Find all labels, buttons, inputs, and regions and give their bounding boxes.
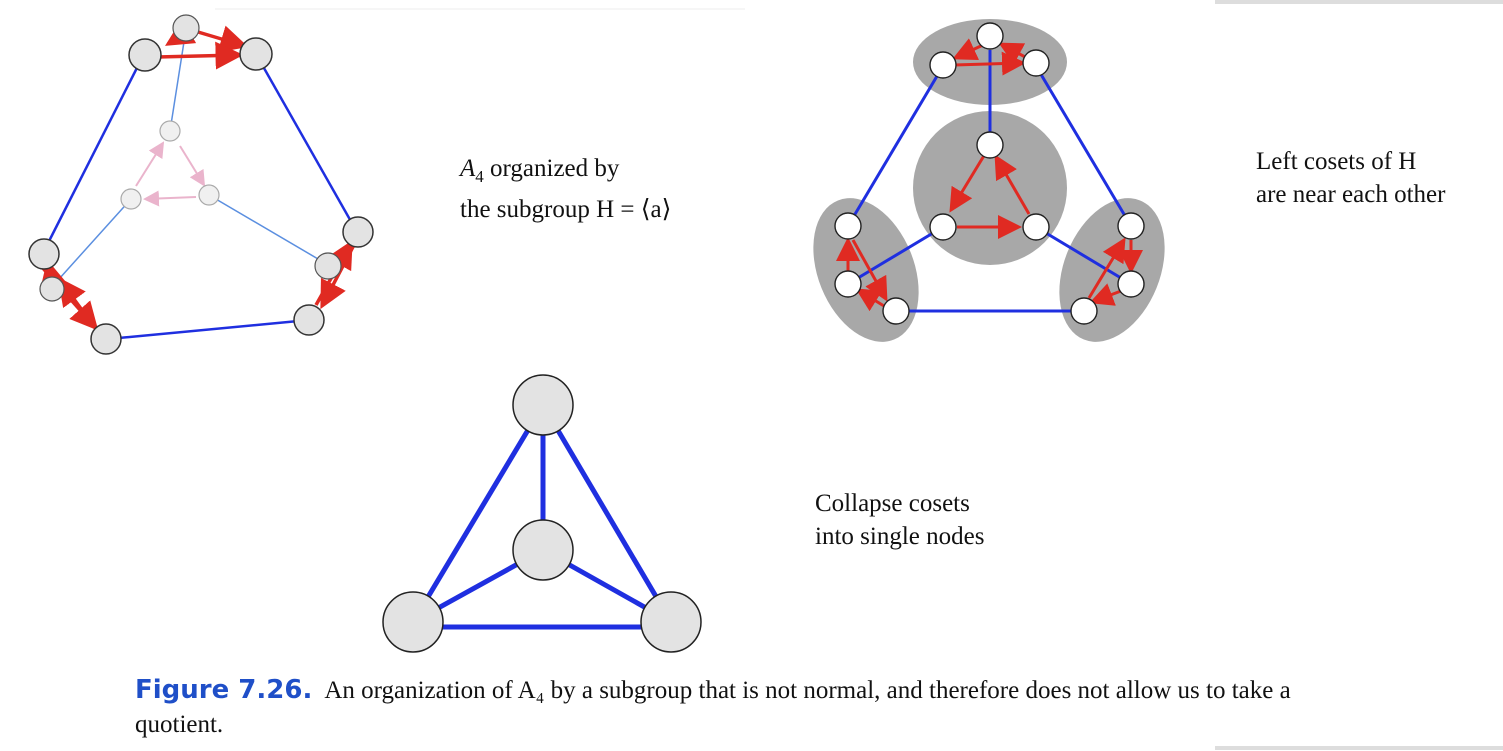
figure-number: Figure 7.26. [135, 675, 313, 705]
panel-a4-cayley [28, 14, 374, 355]
panel-left-cosets [813, 19, 1165, 342]
panel-collapsed-cosets [382, 374, 702, 653]
caption-text: An organization of A₄ by a subgroup that… [135, 677, 1291, 738]
figure-caption: Figure 7.26.An organization of A₄ by a s… [135, 673, 1335, 742]
panel3-label: Collapse cosets into single nodes [815, 490, 985, 550]
panel2-label: Left cosets of H are near each other [1256, 148, 1446, 208]
panel1-label: A4 organized by the subgroup H = ⟨a⟩ [460, 155, 672, 223]
